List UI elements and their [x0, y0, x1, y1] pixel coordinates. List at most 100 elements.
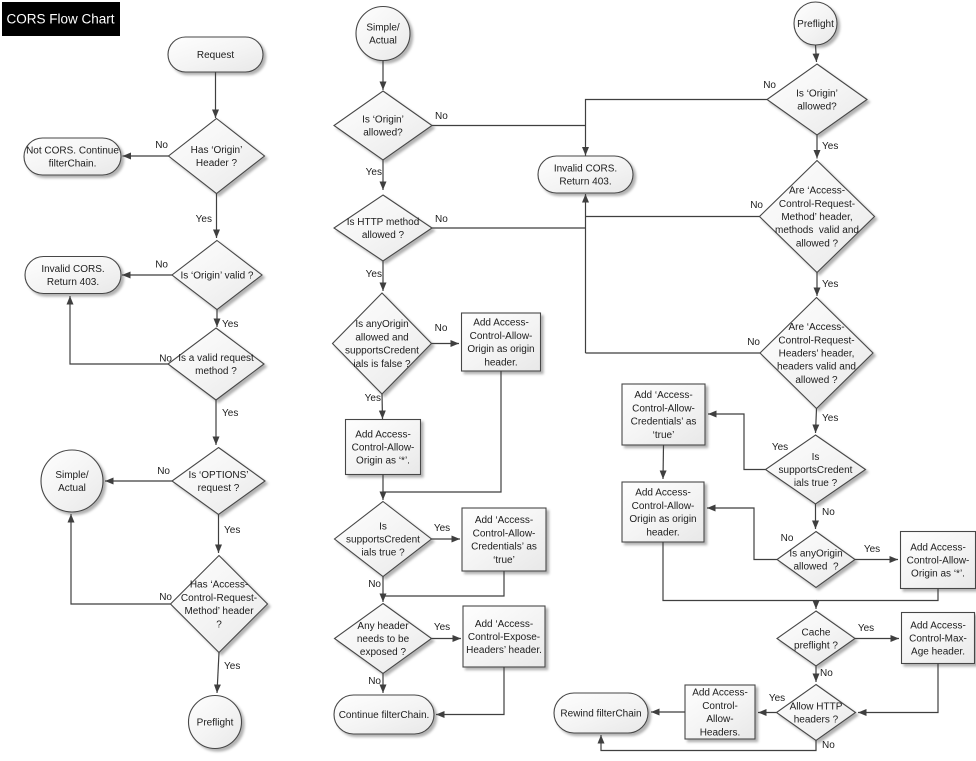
svg-text:headers ?: headers ? [794, 715, 839, 726]
svg-text:Simple/: Simple/ [366, 22, 400, 33]
svg-text:Yes: Yes [366, 167, 382, 178]
svg-text:No: No [822, 507, 835, 518]
svg-text:needs to be: needs to be [357, 634, 410, 645]
svg-text:Is HTTP method: Is HTTP method [347, 217, 420, 228]
svg-text:Yes: Yes [772, 442, 788, 453]
svg-text:Control-Max-: Control-Max- [909, 634, 967, 645]
svg-text:Request: Request [197, 50, 234, 61]
svg-text:?: ? [216, 619, 222, 630]
svg-text:Yes: Yes [434, 523, 450, 534]
svg-text:Add Access-: Add Access- [910, 620, 966, 631]
svg-text:No: No [781, 533, 794, 544]
svg-text:Yes: Yes [222, 408, 238, 419]
svg-text:Control-Expose-: Control-Expose- [468, 632, 540, 643]
svg-text:Has ‘Access-: Has ‘Access- [190, 580, 248, 591]
svg-text:exposed ?: exposed ? [360, 647, 407, 658]
svg-text:Preflight: Preflight [197, 718, 234, 729]
svg-text:Preflight: Preflight [797, 19, 834, 30]
svg-text:Method’ header: Method’ header [184, 606, 254, 617]
svg-text:Continue filterChain.: Continue filterChain. [339, 710, 430, 721]
svg-text:No: No [435, 323, 448, 334]
svg-text:header.: header. [646, 527, 679, 538]
svg-text:Is anyOrigin: Is anyOrigin [789, 548, 842, 559]
svg-text:Add Access-: Add Access- [635, 488, 691, 499]
svg-text:Rewind filterChain: Rewind filterChain [560, 709, 641, 720]
svg-text:Not CORS. Continue: Not CORS. Continue [26, 145, 119, 156]
svg-text:allowed and: allowed and [355, 332, 408, 343]
svg-text:Headers’ header,: Headers’ header, [779, 349, 855, 360]
svg-text:Simple/: Simple/ [55, 470, 89, 481]
svg-text:supportsCredent: supportsCredent [346, 535, 420, 546]
svg-text:filterChain.: filterChain. [49, 159, 97, 170]
svg-text:No: No [435, 111, 448, 122]
svg-text:request ?: request ? [198, 483, 240, 494]
svg-text:Headers’ header.: Headers’ header. [466, 645, 542, 656]
svg-text:‘true’: ‘true’ [653, 430, 675, 441]
svg-text:No: No [747, 337, 760, 348]
svg-text:Has ‘Origin’: Has ‘Origin’ [191, 145, 243, 156]
svg-text:Control-Allow-: Control-Allow- [352, 443, 415, 454]
svg-text:header.: header. [484, 357, 517, 368]
svg-text:Add Access-: Add Access- [473, 318, 529, 329]
svg-text:Origin as ‘*’.: Origin as ‘*’. [911, 569, 965, 580]
svg-text:No: No [822, 740, 835, 751]
svg-text:Yes: Yes [822, 279, 838, 290]
svg-text:Are ‘Access-: Are ‘Access- [789, 186, 845, 197]
svg-text:No: No [435, 214, 448, 225]
svg-text:Is ‘Origin’: Is ‘Origin’ [796, 88, 838, 99]
svg-text:Yes: Yes [365, 393, 381, 404]
svg-text:ials true ?: ials true ? [361, 548, 405, 559]
svg-text:No: No [368, 676, 381, 687]
svg-text:allowed ?: allowed ? [362, 230, 405, 241]
svg-text:No: No [155, 260, 168, 271]
svg-text:No: No [159, 354, 172, 365]
svg-text:Method’ header,: Method’ header, [781, 212, 852, 223]
svg-text:Add ‘Access-: Add ‘Access- [634, 390, 692, 401]
svg-text:preflight ?: preflight ? [794, 641, 838, 652]
svg-text:Control-Allow-: Control-Allow- [473, 528, 536, 539]
svg-text:Return 403.: Return 403. [559, 177, 611, 188]
svg-text:Add Access-: Add Access- [355, 429, 411, 440]
svg-text:headers valid and: headers valid and [777, 362, 856, 373]
svg-text:allowed?: allowed? [363, 128, 403, 139]
svg-text:Header ?: Header ? [196, 158, 238, 169]
svg-text:methods valid and: methods valid and [775, 225, 859, 236]
svg-text:Actual: Actual [58, 483, 86, 494]
svg-text:Cache: Cache [802, 627, 831, 638]
svg-text:Is: Is [812, 452, 820, 463]
svg-text:Yes: Yes [858, 623, 874, 634]
svg-text:method ?: method ? [195, 366, 237, 377]
svg-text:Yes: Yes [366, 269, 382, 280]
svg-text:supportsCredent: supportsCredent [779, 465, 853, 476]
svg-text:Invalid CORS.: Invalid CORS. [554, 163, 617, 174]
svg-text:Credentials’ as: Credentials’ as [471, 542, 537, 553]
svg-text:Are ‘Access-: Are ‘Access- [788, 322, 844, 333]
svg-text:Any header: Any header [357, 621, 409, 632]
svg-text:No: No [820, 668, 833, 679]
svg-text:allowed?: allowed? [797, 102, 837, 113]
svg-text:No: No [159, 592, 172, 603]
svg-text:Invalid CORS.: Invalid CORS. [41, 264, 104, 275]
svg-text:Yes: Yes [822, 413, 838, 424]
svg-text:Control-Allow-: Control-Allow- [632, 403, 695, 414]
svg-text:supportsCredent: supportsCredent [345, 346, 419, 357]
svg-text:allowed ?: allowed ? [795, 375, 838, 386]
svg-text:Yes: Yes [434, 622, 450, 633]
svg-text:allowed ?: allowed ? [793, 562, 838, 573]
svg-text:No: No [157, 466, 170, 477]
svg-text:Headers.: Headers. [700, 727, 741, 738]
svg-text:Origin as origin: Origin as origin [467, 344, 534, 355]
svg-text:Yes: Yes [224, 525, 240, 536]
svg-text:Return 403.: Return 403. [47, 277, 99, 288]
svg-text:Control-Allow-: Control-Allow- [470, 331, 533, 342]
svg-text:Is a valid request: Is a valid request [178, 353, 254, 364]
svg-text:Control-Allow-: Control-Allow- [632, 501, 695, 512]
svg-text:Control-Request-: Control-Request- [779, 199, 855, 210]
svg-text:ials true ?: ials true ? [794, 478, 838, 489]
svg-text:Add Access-: Add Access- [692, 688, 748, 699]
svg-text:Yes: Yes [224, 661, 240, 672]
svg-text:Yes: Yes [769, 693, 785, 704]
svg-text:No: No [368, 579, 381, 590]
svg-text:No: No [763, 80, 776, 91]
svg-text:Yes: Yes [222, 319, 238, 330]
